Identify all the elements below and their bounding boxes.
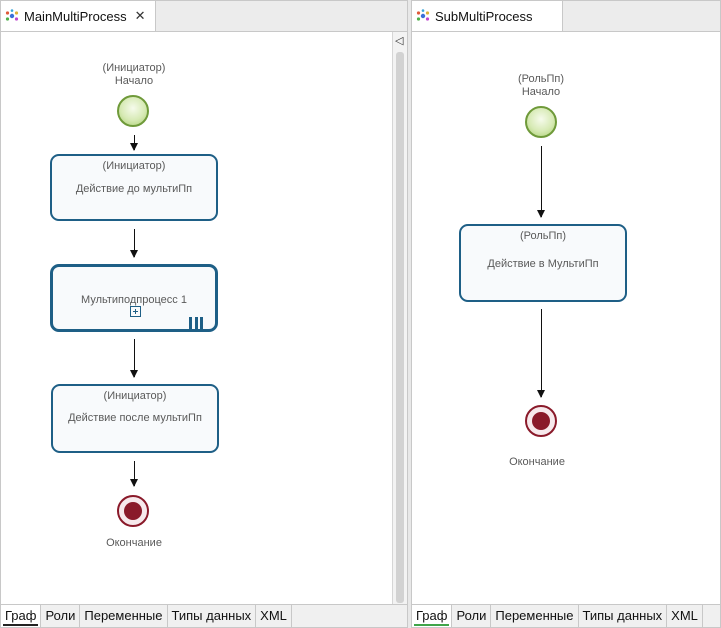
task-role-label: (Инициатор) (102, 160, 166, 172)
main-process-editor: MainMultiProcess ✕ ◁ (Инициатор) Начало … (0, 0, 408, 628)
tab-label: Роли (45, 608, 76, 623)
editor-page-tabs: Граф Роли Переменные Типы данных XML (1, 604, 407, 627)
scrollbar-thumb[interactable] (396, 52, 404, 603)
tab-label: XML (260, 608, 287, 623)
end-event[interactable] (117, 495, 149, 527)
task-role-label: (РольПп) (519, 230, 567, 242)
task-name-label: Действие в МультиПп (487, 258, 599, 270)
tab-data-types[interactable]: Типы данных (167, 605, 257, 627)
tab-variables[interactable]: Переменные (80, 605, 168, 627)
start-event-role-label: (РольПп) (517, 73, 565, 85)
tab-main-multi-process[interactable]: MainMultiProcess ✕ (1, 1, 156, 31)
start-event-name-label: Начало (521, 86, 561, 98)
task-role-label: (Инициатор) (103, 390, 167, 402)
tab-graph[interactable]: Граф (1, 605, 42, 627)
sequence-flow[interactable] (537, 309, 545, 398)
task-before-multi-subprocess[interactable]: (Инициатор) Действие до мультиПп (50, 154, 218, 221)
tab-label: Типы данных (171, 608, 252, 623)
tab-title: SubMultiProcess (435, 8, 533, 24)
sequence-flow[interactable] (130, 339, 138, 378)
close-icon[interactable]: ✕ (134, 8, 146, 24)
tab-roles[interactable]: Роли (452, 605, 492, 627)
tab-label: Переменные (495, 608, 574, 623)
multi-subprocess[interactable]: Мультиподпроцесс 1 (50, 264, 218, 332)
start-event-name-label: Начало (114, 75, 154, 87)
tab-data-types[interactable]: Типы данных (578, 605, 668, 627)
start-event[interactable] (525, 106, 557, 138)
tab-title: MainMultiProcess (24, 8, 127, 24)
editor-tab-bar: MainMultiProcess ✕ (1, 1, 407, 32)
tab-xml[interactable]: XML (256, 605, 292, 627)
tab-xml[interactable]: XML (667, 605, 703, 627)
end-event[interactable] (525, 405, 557, 437)
tab-label: XML (671, 608, 698, 623)
tab-roles[interactable]: Роли (41, 605, 81, 627)
task-name-label: Действие до мультиПп (75, 183, 193, 195)
subprocess-expand-icon[interactable] (130, 306, 141, 317)
tab-graph[interactable]: Граф (412, 605, 453, 627)
end-event-label: Окончание (509, 456, 565, 468)
tab-label: Переменные (84, 608, 163, 623)
start-event[interactable] (117, 95, 149, 127)
collapse-arrow-icon[interactable]: ◁ (395, 34, 404, 47)
tab-variables[interactable]: Переменные (491, 605, 579, 627)
process-diagram-icon (416, 9, 430, 21)
sequence-flow[interactable] (130, 461, 138, 487)
editor-tab-bar: SubMultiProcess (412, 1, 720, 32)
tab-label: Граф (5, 608, 37, 623)
vertical-scrollbar[interactable]: ◁ (392, 32, 407, 605)
sequence-flow[interactable] (130, 229, 138, 258)
sequence-flow[interactable] (130, 135, 138, 151)
tab-label: Типы данных (582, 608, 663, 623)
start-event-role-label: (Инициатор) (102, 62, 166, 74)
tab-label: Граф (416, 608, 448, 623)
task-after-multi-subprocess[interactable]: (Инициатор) Действие после мультиПп (51, 384, 219, 453)
end-event-label: Окончание (106, 537, 162, 549)
parallel-multi-instance-icon (189, 317, 203, 329)
tab-label: Роли (456, 608, 487, 623)
process-graph-canvas[interactable]: ◁ (Инициатор) Начало (Инициатор) Действи… (1, 32, 407, 605)
sub-process-editor: SubMultiProcess (РольПп) Начало (РольПп)… (411, 0, 721, 628)
editor-page-tabs: Граф Роли Переменные Типы данных XML (412, 604, 720, 627)
sequence-flow[interactable] (537, 146, 545, 218)
tab-sub-multi-process[interactable]: SubMultiProcess (412, 1, 563, 31)
subprocess-name-label: Мультиподпроцесс 1 (81, 294, 187, 306)
task-in-multi-subprocess[interactable]: (РольПп) Действие в МультиПп (459, 224, 627, 302)
process-diagram-icon (5, 9, 19, 21)
task-name-label: Действие после мультиПп (68, 412, 202, 424)
process-graph-canvas[interactable]: (РольПп) Начало (РольПп) Действие в Муль… (412, 32, 720, 605)
